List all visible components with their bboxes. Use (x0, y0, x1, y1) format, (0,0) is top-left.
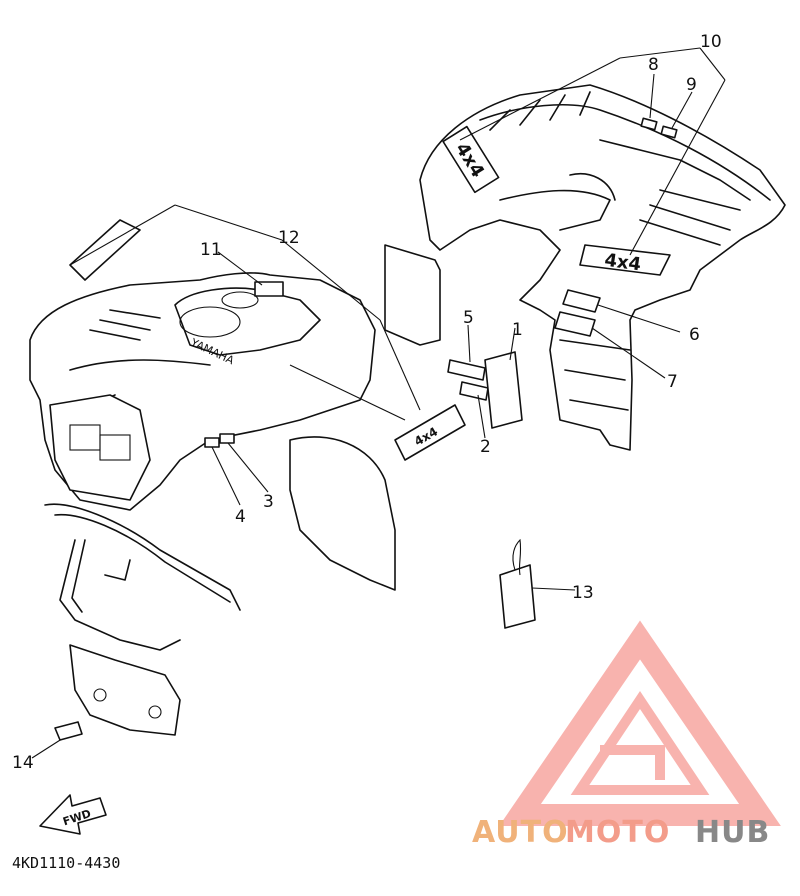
watermark-text: AUTO MOTO HUB (472, 815, 770, 850)
loose-decals (447, 351, 536, 629)
side-4x4-decal-text: 4x4 (603, 250, 642, 276)
callout-3: 3 (263, 492, 274, 512)
callout-1: 1 (512, 320, 523, 340)
callout-2: 2 (480, 437, 491, 457)
callout-9: 9 (686, 75, 697, 95)
callout-8: 8 (648, 55, 659, 75)
callout-12: 12 (278, 228, 300, 248)
front-guard (44, 503, 241, 736)
diagram-code: 4KD1110-4430 (12, 854, 120, 872)
rear-fender: 4x4 4x4 (384, 84, 786, 451)
fwd-arrow: FWD (39, 794, 107, 835)
callout-6: 6 (689, 325, 700, 345)
callout-11: 11 (200, 240, 222, 260)
watermark-hub: HUB (695, 815, 770, 850)
watermark-auto: AUTO (472, 815, 569, 850)
callout-7: 7 (667, 372, 678, 392)
watermark-moto: MOTO (565, 815, 670, 850)
hang-tag (499, 564, 536, 629)
watermark-logo (499, 620, 781, 826)
callout-10: 10 (700, 32, 722, 52)
callout-14: 14 (12, 753, 34, 773)
callouts: 10 8 9 6 7 5 1 2 12 11 3 4 13 14 (12, 32, 722, 773)
front-fender: YAMAHA 4x4 (29, 219, 466, 591)
callout-4: 4 (235, 507, 246, 527)
callout-13: 13 (572, 583, 594, 603)
callout-5: 5 (463, 308, 474, 328)
part-14-label (54, 721, 83, 741)
